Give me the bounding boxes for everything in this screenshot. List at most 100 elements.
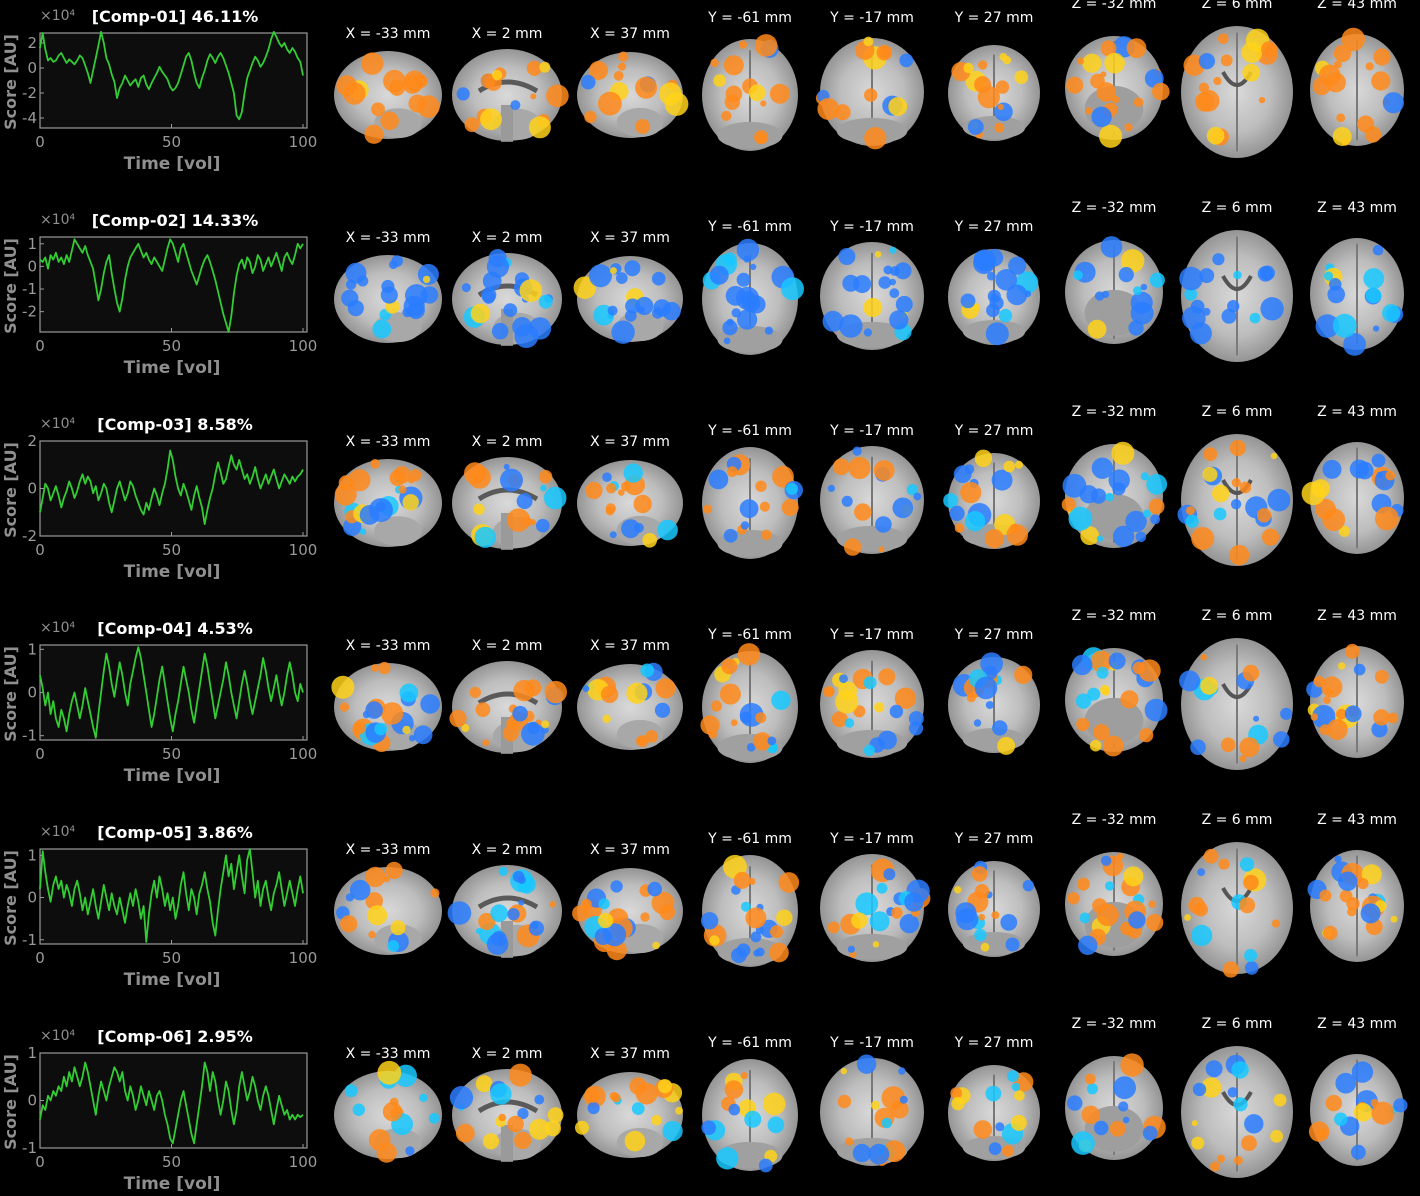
activation-blob bbox=[1212, 484, 1230, 503]
x-tick-label: 100 bbox=[289, 337, 318, 355]
activation-blob bbox=[1212, 253, 1225, 266]
activation-blob bbox=[960, 482, 982, 504]
activation-blob bbox=[1120, 690, 1139, 709]
activation-blob bbox=[402, 494, 419, 511]
activation-blob bbox=[1261, 528, 1280, 546]
activation-blob bbox=[331, 675, 355, 699]
activation-blob bbox=[530, 93, 537, 100]
activation-blob bbox=[1182, 306, 1206, 330]
activation-blob bbox=[447, 901, 472, 925]
brain-slice: Z = 43 mm bbox=[1310, 0, 1404, 146]
slice-label: Z = 43 mm bbox=[1317, 200, 1397, 216]
activation-blob bbox=[387, 940, 400, 952]
activation-blob bbox=[473, 503, 485, 515]
activation-blob bbox=[737, 309, 758, 330]
activation-blob bbox=[1205, 1060, 1223, 1078]
activation-blob bbox=[616, 272, 628, 284]
y-tick-label: 1 bbox=[27, 1044, 37, 1062]
activation-blob bbox=[755, 480, 767, 492]
activation-blob bbox=[1082, 53, 1102, 73]
slice-label: Z = 6 mm bbox=[1202, 1016, 1273, 1032]
activation-blob bbox=[1243, 874, 1259, 891]
activation-blob bbox=[633, 494, 652, 514]
activation-blob bbox=[519, 279, 543, 302]
brain-slice: Y = -61 mm bbox=[702, 219, 804, 355]
activation-blob bbox=[1100, 71, 1107, 78]
cerebellum bbox=[374, 516, 422, 547]
activation-blob bbox=[963, 62, 974, 74]
activation-blob bbox=[491, 931, 507, 947]
slice-label: X = 37 mm bbox=[590, 230, 670, 246]
activation-blob bbox=[390, 920, 406, 936]
activation-blob bbox=[634, 522, 644, 533]
activation-blob bbox=[538, 294, 553, 309]
activation-blob bbox=[1102, 735, 1124, 757]
activation-blob bbox=[1087, 319, 1107, 339]
activation-blob bbox=[640, 663, 655, 678]
activation-blob bbox=[547, 1107, 564, 1123]
activation-blob bbox=[973, 1120, 993, 1139]
activation-blob bbox=[585, 481, 603, 500]
brain-slice: Y = -17 mm bbox=[815, 10, 924, 150]
activation-blob bbox=[1239, 755, 1247, 763]
activation-blob bbox=[994, 122, 1005, 133]
axis-exponent: ×10⁴ bbox=[40, 620, 76, 636]
activation-blob bbox=[475, 1075, 493, 1093]
activation-blob bbox=[370, 664, 379, 672]
activation-blob bbox=[1191, 1136, 1205, 1150]
y-tick-label: -1 bbox=[22, 1139, 37, 1157]
activation-blob bbox=[1139, 728, 1154, 743]
activation-blob bbox=[737, 643, 761, 666]
activation-blob bbox=[863, 36, 874, 47]
activation-blob bbox=[1091, 106, 1112, 128]
activation-blob bbox=[469, 686, 481, 699]
plot-area bbox=[39, 236, 308, 333]
activation-blob bbox=[739, 499, 759, 519]
activation-blob bbox=[470, 303, 491, 324]
activation-blob bbox=[1222, 961, 1239, 978]
slice-label: Z = 43 mm bbox=[1317, 1016, 1397, 1032]
activation-blob bbox=[1261, 41, 1278, 58]
activation-blob bbox=[730, 719, 738, 727]
activation-blob bbox=[1373, 325, 1380, 332]
activation-blob bbox=[1061, 497, 1076, 512]
activation-blob bbox=[334, 483, 357, 506]
activation-blob bbox=[607, 305, 618, 316]
slice-label: X = 2 mm bbox=[472, 842, 543, 858]
activation-blob bbox=[881, 1117, 893, 1129]
activation-blob bbox=[365, 866, 386, 888]
activation-blob bbox=[1112, 525, 1135, 548]
activation-blob bbox=[725, 85, 743, 103]
activation-blob bbox=[1104, 52, 1125, 74]
activation-blob bbox=[1270, 452, 1278, 460]
y-tick-label: -4 bbox=[22, 109, 37, 127]
corpus-callosum bbox=[477, 79, 539, 94]
activation-blob bbox=[610, 880, 623, 893]
activation-blob bbox=[1007, 1070, 1019, 1083]
activation-blob bbox=[422, 275, 431, 284]
slice-label: Y = -17 mm bbox=[829, 627, 914, 643]
y-tick-label: 2 bbox=[27, 34, 37, 52]
activation-blob bbox=[621, 481, 631, 492]
activation-blob bbox=[1086, 1083, 1098, 1095]
slice-label: Z = 43 mm bbox=[1317, 404, 1397, 420]
activation-blob bbox=[1140, 283, 1148, 291]
activation-blob bbox=[609, 267, 617, 275]
activation-blob bbox=[430, 888, 440, 898]
activation-blob bbox=[724, 1080, 744, 1099]
activation-blob bbox=[1241, 41, 1263, 63]
activation-blob bbox=[370, 459, 380, 469]
activation-blob bbox=[1206, 126, 1225, 145]
activation-blob bbox=[723, 252, 737, 266]
activation-blob bbox=[1344, 705, 1362, 723]
brain-slice: Z = -32 mm bbox=[1065, 608, 1168, 757]
activation-blob bbox=[449, 1086, 474, 1110]
activation-blob bbox=[883, 868, 896, 881]
activation-blob bbox=[895, 295, 913, 313]
activation-blob bbox=[1213, 76, 1222, 86]
activation-blob bbox=[753, 732, 772, 751]
activation-blob bbox=[1146, 473, 1168, 495]
activation-blob bbox=[1239, 481, 1252, 494]
activation-blob bbox=[1113, 1076, 1136, 1100]
activation-blob bbox=[741, 901, 751, 912]
